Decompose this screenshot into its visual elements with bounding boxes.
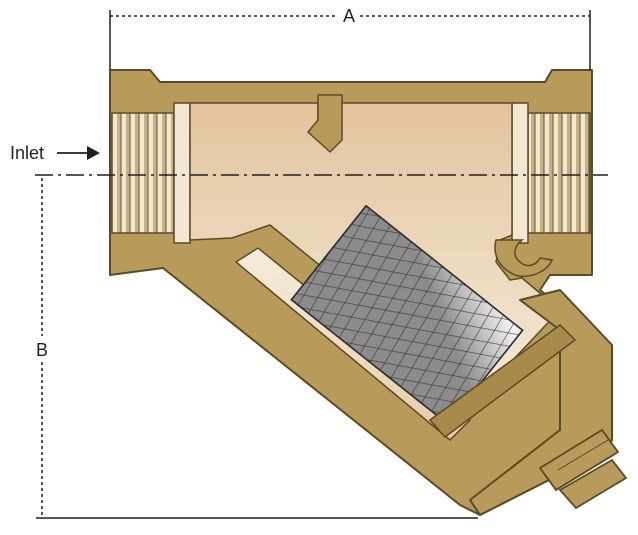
inlet-port-threads bbox=[111, 112, 175, 234]
inlet-port-bore bbox=[173, 102, 191, 244]
drain-boss bbox=[494, 239, 554, 278]
outlet-port-threads bbox=[527, 112, 591, 234]
strainer-screen bbox=[290, 204, 524, 426]
cap-seat bbox=[428, 324, 577, 439]
plug-nose bbox=[558, 458, 628, 510]
blow-off-cap bbox=[428, 289, 628, 516]
internal-baffle bbox=[307, 94, 343, 153]
inlet-label: Inlet bbox=[10, 143, 44, 163]
arrow-right-icon bbox=[57, 146, 100, 160]
dimension-b-label: B bbox=[36, 340, 48, 360]
dimension-a-label: A bbox=[343, 6, 355, 26]
hex-plug bbox=[538, 428, 620, 492]
dimension-lines bbox=[35, 10, 608, 519]
outlet-port-bore bbox=[511, 102, 529, 244]
